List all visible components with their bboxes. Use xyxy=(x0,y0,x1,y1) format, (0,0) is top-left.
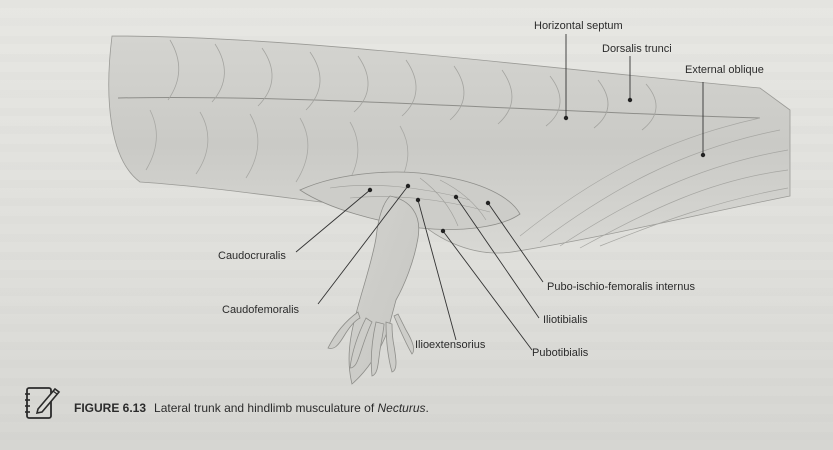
horizontal-septum-line xyxy=(117,96,761,119)
thigh-muscles xyxy=(299,171,521,230)
caption-species-name: Necturus xyxy=(377,401,426,415)
label-caudofemoralis: Caudofemoralis xyxy=(222,304,300,316)
figure-number: FIGURE 6.13 xyxy=(74,401,147,415)
caption-period: . xyxy=(425,401,429,415)
external-oblique-fibers xyxy=(519,117,789,249)
label-iliotibialis: Iliotibialis xyxy=(543,314,588,326)
notebook-pencil-icon xyxy=(25,387,61,419)
thigh-fibers xyxy=(329,177,491,227)
label-dorsalis-trunci: Dorsalis trunci xyxy=(602,43,672,55)
toes xyxy=(327,311,414,377)
label-ilioextensorius: Ilioextensorius xyxy=(415,339,486,351)
label-external-oblique: External oblique xyxy=(685,64,764,76)
label-pubo-ischio-femoralis-internus: Pubo-ischio-femoralis internus xyxy=(547,281,695,293)
caption-text: Lateral trunk and hindlimb musculature o… xyxy=(154,401,378,415)
label-caudocruralis: Caudocruralis xyxy=(218,250,286,262)
leader-lines xyxy=(295,34,704,351)
figure-caption: FIGURE 6.13 Lateral trunk and hindlimb mu… xyxy=(74,401,429,415)
label-pubotibialis: Pubotibialis xyxy=(532,347,589,359)
hindlimb xyxy=(348,195,420,385)
label-horizontal-septum: Horizontal septum xyxy=(534,20,623,32)
trunk-body xyxy=(108,35,791,254)
dorsal-myomeres xyxy=(167,39,657,131)
leader-dots xyxy=(367,97,706,234)
